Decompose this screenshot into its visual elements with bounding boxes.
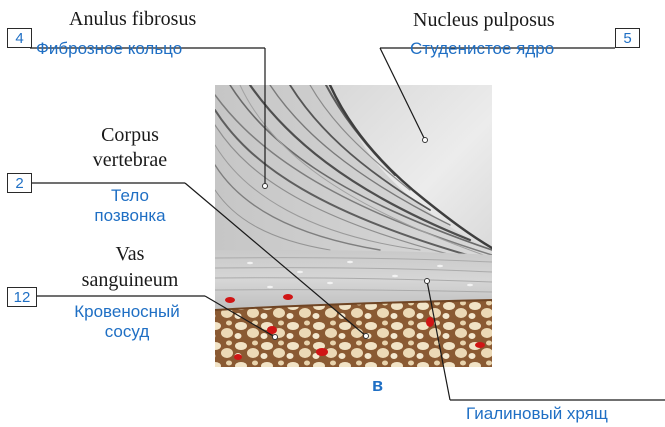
latin-label-vas-line2: sanguineum — [70, 269, 190, 292]
label-number-corpus: 2 — [7, 173, 32, 193]
russian-label-vas-line2: сосуд — [42, 322, 212, 342]
latin-label-nucleus: Nucleus pulposus — [413, 9, 555, 32]
latin-label-corpus-line2: vertebrae — [70, 149, 190, 172]
latin-label-anulus: Anulus fibrosus — [69, 8, 196, 31]
latin-label-vas-line1: Vas — [70, 243, 190, 266]
russian-label-corpus-line1: Тело — [70, 186, 190, 206]
russian-label-anulus: Фиброзное кольцо — [36, 39, 182, 59]
panel-letter: в — [372, 375, 383, 396]
russian-label-nucleus: Студенистое ядро — [410, 39, 554, 59]
latin-label-corpus-line1: Corpus — [70, 124, 190, 147]
russian-label-vas-line1: Кровеносный — [42, 302, 212, 322]
label-number-anulus: 4 — [7, 28, 32, 48]
label-number-vas: 12 — [7, 287, 37, 307]
russian-label-cartilage: Гиалиновый хрящ — [466, 404, 608, 424]
russian-label-corpus-line2: позвонка — [70, 206, 190, 226]
label-number-nucleus: 5 — [615, 28, 640, 48]
